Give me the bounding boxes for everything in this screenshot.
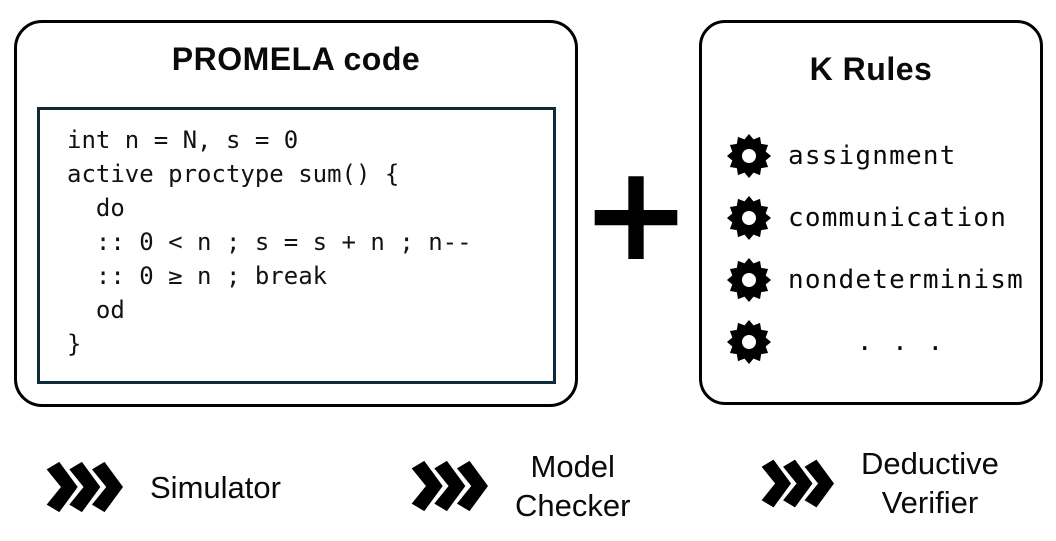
code-line: :: 0 < n ; s = s + n ; n-- <box>67 228 472 256</box>
gear-icon <box>725 133 772 180</box>
promela-code-block: int n = N, s = 0 active proctype sum() {… <box>37 107 556 384</box>
code-line: active proctype sum() { <box>67 160 400 188</box>
triple-chevron-icon <box>760 455 834 512</box>
gear-icon <box>725 257 772 304</box>
k-rule-label: nondeterminism <box>788 265 1024 295</box>
tool-label-line: Verifier <box>881 485 979 520</box>
k-rule-item: assignment <box>725 125 1030 187</box>
tool-label-line: Model <box>530 449 615 484</box>
triple-chevron-icon <box>410 458 488 514</box>
promela-code-panel: PROMELA code int n = N, s = 0 active pro… <box>14 20 578 407</box>
code-line: } <box>67 330 82 358</box>
k-rules-panel: K Rules assignment communication nondete… <box>699 20 1043 405</box>
promela-panel-title: PROMELA code <box>171 41 421 77</box>
k-rule-label: assignment <box>788 141 957 171</box>
tool-label-line: Checker <box>515 488 631 523</box>
tool-label: Simulator <box>150 469 281 505</box>
k-rule-label: . . . <box>856 327 946 357</box>
code-line: :: 0 ≥ n ; break <box>67 262 328 290</box>
code-line: do <box>67 194 125 222</box>
tool-simulator: Simulator <box>45 452 281 522</box>
k-rule-item: communication <box>725 187 1030 249</box>
code-line: int n = N, s = 0 <box>67 126 299 154</box>
k-rules-list: assignment communication nondeterminism … <box>725 125 1030 373</box>
tool-label-line: Deductive <box>861 446 999 481</box>
k-rule-label: communication <box>788 203 1008 233</box>
k-rule-item: . . . <box>725 311 1030 373</box>
k-rules-title: K Rules <box>809 51 933 87</box>
k-rule-item: nondeterminism <box>725 249 1030 311</box>
code-line: od <box>67 296 125 324</box>
gear-icon <box>725 319 772 366</box>
triple-chevron-icon <box>45 459 123 515</box>
gear-icon <box>725 195 772 242</box>
plus-sign: + <box>580 136 692 291</box>
